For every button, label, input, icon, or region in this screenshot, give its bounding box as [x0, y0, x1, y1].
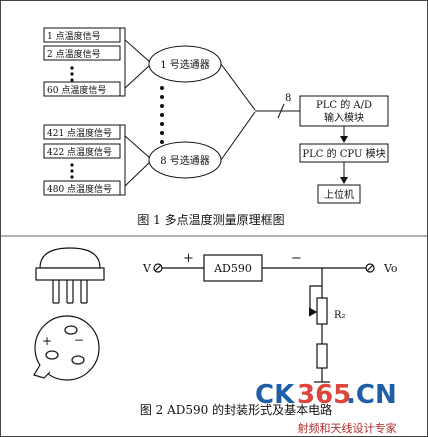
ad590-chip: [203, 254, 263, 282]
ad-module: [299, 95, 389, 127]
signal-label-1: 1 点温度信号: [47, 30, 101, 42]
watermark-subtitle: 射频和天线设计专家: [298, 421, 397, 435]
plus-sign: +: [183, 251, 194, 266]
wiper: [308, 285, 322, 317]
logo-cn: .CN: [346, 380, 397, 410]
bracket-a: [120, 27, 126, 97]
signal-label-60: 60 点温度信号: [47, 84, 106, 96]
logo-ck: CK: [255, 380, 295, 410]
signal-box-480: [43, 180, 121, 196]
ellipsis-dot: [70, 169, 74, 173]
ellipsis-dot: [70, 78, 74, 82]
ad-module-line2: 输入模块: [324, 111, 364, 124]
host-label: 上位机: [324, 188, 354, 201]
converge-lines: [220, 63, 300, 161]
signal-box-421: [43, 124, 121, 140]
signal-group-b: 421 点温度信号 422 点温度信号 480 点温度信号: [43, 124, 126, 196]
bracket-b: [120, 124, 126, 196]
minus-sign: −: [291, 251, 302, 266]
signal-box-1: [43, 27, 121, 43]
figure1-caption: 图 1 多点温度测量原理框图: [137, 212, 284, 227]
resistor-r2: [316, 297, 328, 325]
selector-8-label: 8 号选通器: [160, 154, 210, 167]
logo-365: 365: [297, 380, 351, 410]
v-plus-label: V: [142, 262, 152, 275]
selector-ellipsis: [160, 86, 164, 144]
signal-label-422: 422 点温度信号: [47, 146, 112, 158]
pin-plus-label: +: [42, 334, 52, 348]
ellipsis-dot: [70, 175, 74, 179]
pin-minus-label: −: [74, 333, 84, 347]
ad-module-line1: PLC 的 A/D: [316, 98, 372, 111]
figure2-caption: 图 2 AD590 的封装形式及基本电路: [140, 402, 332, 417]
signal-box-2: [43, 45, 121, 61]
fan-in-lines: [124, 39, 151, 187]
bus-width-label: 8: [285, 93, 291, 104]
signal-box-422: [43, 143, 121, 159]
signal-group-a: 1 点温度信号 2 点温度信号 60 点温度信号: [43, 27, 126, 97]
signal-label-480: 480 点温度信号: [47, 183, 112, 195]
r2-label: R₂: [334, 310, 346, 321]
cpu-module-label: PLC 的 CPU 模块: [302, 147, 385, 160]
host-box: [317, 184, 361, 204]
signal-box-60: [43, 81, 121, 97]
selector-1-label: 1 号选通器: [160, 58, 210, 71]
package-to92: [35, 247, 105, 304]
ellipsis-dot: [70, 163, 74, 167]
package-bottom-view: [33, 315, 100, 381]
signal-label-421: 421 点温度信号: [47, 127, 112, 139]
ad590-label: AD590: [213, 262, 252, 275]
resistor-r1: [316, 343, 328, 369]
watermark-logo: CK 365 .CN: [255, 380, 397, 410]
ellipsis-dot: [70, 66, 74, 70]
ellipsis-dot: [70, 72, 74, 76]
vo-label: Vo: [383, 262, 398, 275]
signal-label-2: 2 点温度信号: [47, 48, 101, 60]
